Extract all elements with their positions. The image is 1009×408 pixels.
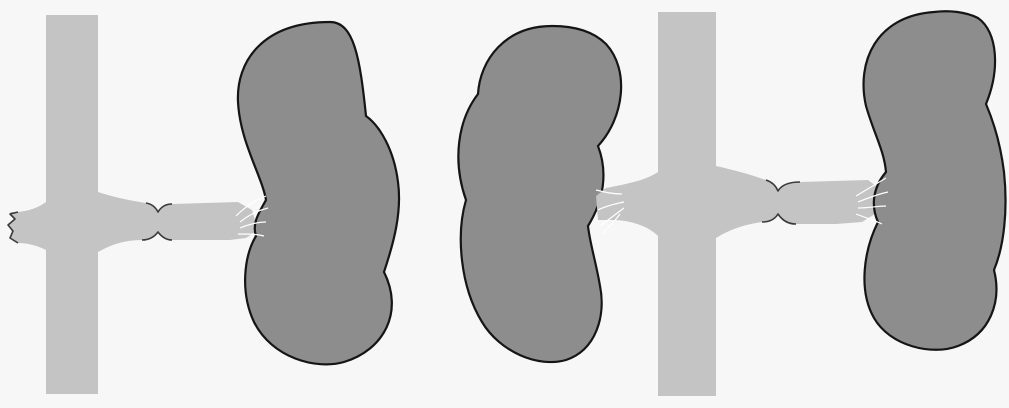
right-panel: [458, 11, 1005, 396]
left-kidney: [238, 22, 399, 364]
right-panel-left-kidney: [458, 26, 621, 362]
right-panel-aorta: [596, 12, 884, 396]
left-panel: [8, 15, 399, 394]
left-aorta: [8, 15, 258, 394]
right-panel-right-kidney: [864, 11, 1006, 350]
